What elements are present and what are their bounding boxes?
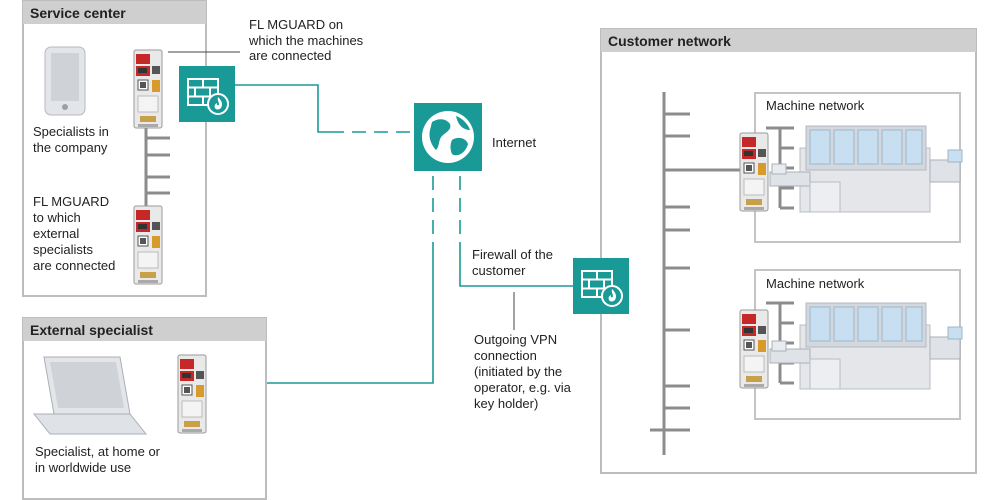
firewall-icon	[178, 65, 236, 123]
mguard-device-icon	[739, 309, 769, 389]
external-specialist-title: External specialist	[30, 322, 153, 338]
mguard-device-icon	[133, 205, 163, 285]
globe-icon	[414, 103, 482, 171]
firewall-label: Firewall of the customer	[472, 247, 557, 278]
mguard-device-icon	[177, 354, 207, 434]
mguard-device-icon	[739, 132, 769, 212]
mguard-device-icon	[133, 49, 163, 129]
service-center-panel: Service center	[22, 0, 207, 297]
service-center-title: Service center	[30, 5, 126, 21]
machine-network-1-label: Machine network	[766, 98, 865, 113]
callout-mguard-label: FL MGUARD on which the machines are conn…	[248, 17, 367, 63]
laptop-icon	[32, 356, 148, 435]
internet-label: Internet	[492, 135, 536, 150]
firewall-icon	[572, 257, 630, 315]
machine-network-2-label: Machine network	[766, 276, 865, 291]
customer-network-title: Customer network	[608, 33, 731, 49]
vpn-label: Outgoing VPN connection (initiated by th…	[474, 332, 574, 411]
specialists-label: Specialists in the company	[33, 124, 113, 155]
external-specialist-caption: Specialist, at home or in worldwide use	[35, 444, 164, 475]
tablet-icon	[44, 46, 86, 116]
mguard-external-label: FL MGUARD to which external specialists …	[33, 194, 115, 273]
